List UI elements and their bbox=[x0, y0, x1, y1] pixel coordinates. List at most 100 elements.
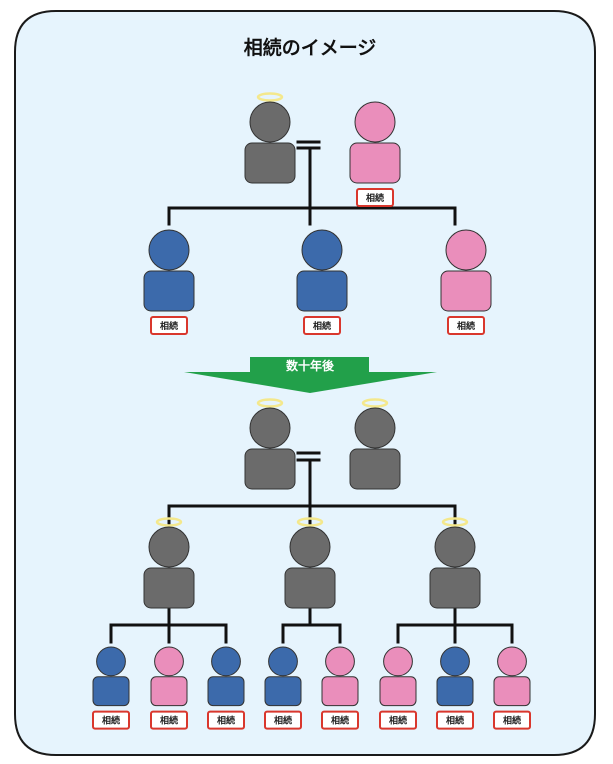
diagram-frame: 相続のイメージ 数十年後 相続相続相続相続相続相続相続相続相続相続相続相続 bbox=[14, 10, 596, 756]
label-box bbox=[447, 316, 485, 335]
halo-icon bbox=[296, 517, 324, 527]
label-box bbox=[379, 710, 417, 730]
body-icon bbox=[92, 676, 130, 707]
head-icon bbox=[249, 407, 291, 449]
grandfather-deceased bbox=[244, 92, 296, 184]
label-text: 相続 bbox=[313, 320, 331, 332]
label-box bbox=[92, 710, 130, 730]
grandmother-deceased-later bbox=[349, 398, 401, 490]
grandchild-1: 相続 bbox=[92, 646, 130, 730]
label-box bbox=[321, 710, 359, 730]
child-male-1: 相続 bbox=[143, 229, 195, 335]
label-text: 相続 bbox=[503, 715, 521, 727]
diagram-title: 相続のイメージ bbox=[244, 36, 377, 59]
head-icon bbox=[148, 526, 190, 568]
label-box bbox=[436, 710, 474, 730]
body-icon bbox=[143, 270, 195, 312]
body-icon bbox=[296, 270, 348, 312]
head-icon bbox=[440, 646, 470, 677]
body-icon bbox=[143, 567, 195, 609]
body-icon bbox=[440, 270, 492, 312]
grandchild-4: 相続 bbox=[264, 646, 302, 730]
inheritance-label: 相続 bbox=[379, 710, 417, 730]
child-male-2: 相続 bbox=[296, 229, 348, 335]
label-text: 相続 bbox=[366, 192, 384, 204]
label-text: 相続 bbox=[217, 715, 235, 727]
grandchild-2: 相続 bbox=[150, 646, 188, 730]
label-box bbox=[207, 710, 245, 730]
body-icon bbox=[379, 676, 417, 707]
inheritance-label: 相続 bbox=[150, 316, 188, 335]
head-icon bbox=[154, 646, 184, 677]
head-icon bbox=[289, 526, 331, 568]
body-icon bbox=[244, 448, 296, 490]
grandchild-7: 相続 bbox=[436, 646, 474, 730]
label-box bbox=[150, 710, 188, 730]
label-text: 相続 bbox=[389, 715, 407, 727]
inheritance-label: 相続 bbox=[436, 710, 474, 730]
time-arrow: 数十年後 bbox=[184, 357, 437, 393]
grandfather-deceased-later bbox=[244, 398, 296, 490]
body-icon bbox=[244, 142, 296, 184]
head-icon bbox=[268, 646, 298, 677]
halo-icon bbox=[361, 398, 389, 408]
head-icon bbox=[148, 229, 190, 271]
head-icon bbox=[325, 646, 355, 677]
label-text: 相続 bbox=[331, 715, 349, 727]
inheritance-label: 相続 bbox=[150, 710, 188, 730]
inheritance-label: 相続 bbox=[493, 710, 531, 730]
halo-icon bbox=[155, 517, 183, 527]
label-text: 相続 bbox=[102, 715, 120, 727]
label-box bbox=[303, 316, 341, 335]
halo-icon bbox=[256, 92, 284, 102]
inheritance-label: 相続 bbox=[303, 316, 341, 335]
child-deceased-3 bbox=[429, 517, 481, 609]
inheritance-label: 相続 bbox=[207, 710, 245, 730]
head-icon bbox=[211, 646, 241, 677]
head-icon bbox=[354, 101, 396, 143]
body-icon bbox=[349, 448, 401, 490]
inheritance-diagram: 相続のイメージ 数十年後 相続相続相続相続相続相続相続相続相続相続相続相続 bbox=[14, 10, 596, 756]
head-icon bbox=[301, 229, 343, 271]
head-icon bbox=[434, 526, 476, 568]
grandchild-5: 相続 bbox=[321, 646, 359, 730]
label-box bbox=[493, 710, 531, 730]
head-icon bbox=[497, 646, 527, 677]
arrow-shape bbox=[184, 357, 437, 393]
body-icon bbox=[264, 676, 302, 707]
halo-icon bbox=[256, 398, 284, 408]
inheritance-label: 相続 bbox=[321, 710, 359, 730]
grandchild-6: 相続 bbox=[379, 646, 417, 730]
body-icon bbox=[429, 567, 481, 609]
head-icon bbox=[96, 646, 126, 677]
head-icon bbox=[354, 407, 396, 449]
inheritance-label: 相続 bbox=[92, 710, 130, 730]
body-icon bbox=[493, 676, 531, 707]
body-icon bbox=[284, 567, 336, 609]
inheritance-label: 相続 bbox=[356, 188, 394, 207]
grandmother: 相続 bbox=[349, 101, 401, 207]
child-deceased-1 bbox=[143, 517, 195, 609]
child-deceased-2 bbox=[284, 517, 336, 609]
inheritance-label: 相続 bbox=[447, 316, 485, 335]
label-box bbox=[264, 710, 302, 730]
inheritance-label: 相続 bbox=[264, 710, 302, 730]
label-text: 相続 bbox=[160, 320, 178, 332]
body-icon bbox=[207, 676, 245, 707]
child-female: 相続 bbox=[440, 229, 492, 335]
family-lines bbox=[109, 140, 514, 644]
head-icon bbox=[383, 646, 413, 677]
head-icon bbox=[249, 101, 291, 143]
label-box bbox=[356, 188, 394, 207]
grandchild-3: 相続 bbox=[207, 646, 245, 730]
body-icon bbox=[436, 676, 474, 707]
label-text: 相続 bbox=[160, 715, 178, 727]
label-box bbox=[150, 316, 188, 335]
body-icon bbox=[349, 142, 401, 184]
grandchild-8: 相続 bbox=[493, 646, 531, 730]
label-text: 相続 bbox=[446, 715, 464, 727]
body-icon bbox=[321, 676, 359, 707]
head-icon bbox=[445, 229, 487, 271]
label-text: 相続 bbox=[457, 320, 475, 332]
halo-icon bbox=[441, 517, 469, 527]
